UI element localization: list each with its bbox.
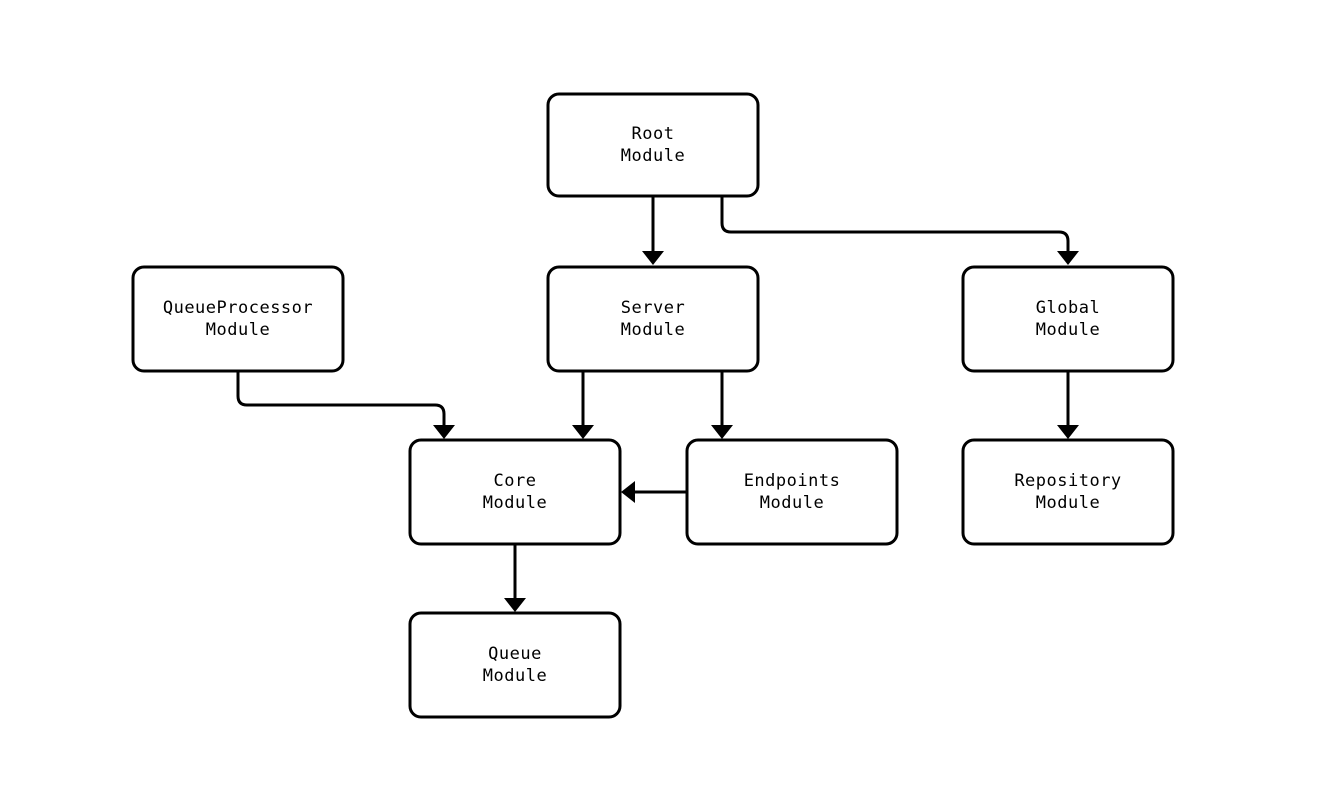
edge-server-to-core: [572, 371, 594, 439]
edge-queueprocessor-to-core-arrowhead-icon: [433, 425, 455, 439]
edge-server-to-endpoints-arrowhead-icon: [711, 425, 733, 439]
edge-root-to-server: [642, 196, 664, 265]
repository-module-node-box[interactable]: [961, 438, 1175, 546]
queue-module-node-box[interactable]: [408, 611, 622, 719]
repository-module-node-label-line1: Repository: [1014, 471, 1121, 491]
edges-layer: [236, 196, 1079, 612]
queueprocessor-module-node-box[interactable]: [131, 265, 345, 373]
core-module-node-label-line2: Module: [483, 493, 547, 513]
queueprocessor-module-node-label-line1: QueueProcessor: [163, 298, 313, 318]
edge-global-to-repository: [1057, 371, 1079, 439]
edge-global-to-repository-arrowhead-icon: [1057, 425, 1079, 439]
edge-core-to-queue: [504, 544, 526, 612]
core-module-node-label-line1: Core: [494, 471, 537, 491]
global-module-node-label-line2: Module: [1036, 320, 1100, 340]
global-module-node-label-line1: Global: [1036, 298, 1100, 318]
global-module-node-box[interactable]: [961, 265, 1175, 373]
edge-server-to-endpoints: [711, 371, 733, 439]
edge-queueprocessor-to-core: [236, 371, 455, 439]
root-module-node-label-line1: Root: [632, 124, 675, 144]
edge-endpoints-to-core-arrowhead-icon: [621, 481, 635, 503]
core-module-node-box[interactable]: [408, 438, 622, 546]
edge-root-to-global-arrowhead-icon: [1057, 251, 1079, 265]
endpoints-module-node-label-line1: Endpoints: [744, 471, 841, 491]
server-module-node-box[interactable]: [546, 265, 760, 373]
edge-root-to-global-line: [720, 196, 1070, 251]
queue-module-node-label-line1: Queue: [488, 644, 542, 664]
edge-server-to-core-arrowhead-icon: [572, 425, 594, 439]
edge-queueprocessor-to-core-line: [236, 371, 446, 425]
queue-module-node-label-line2: Module: [483, 666, 547, 686]
edge-root-to-global: [720, 196, 1079, 265]
edge-endpoints-to-core: [621, 481, 687, 503]
edge-core-to-queue-arrowhead-icon: [504, 598, 526, 612]
repository-module-node-label-line2: Module: [1036, 493, 1100, 513]
server-module-node-label-line1: Server: [621, 298, 685, 318]
edge-root-to-server-arrowhead-icon: [642, 251, 664, 265]
endpoints-module-node-box[interactable]: [685, 438, 899, 546]
root-module-node-box[interactable]: [546, 92, 760, 198]
endpoints-module-node-label-line2: Module: [760, 493, 824, 513]
queueprocessor-module-node-label-line2: Module: [206, 320, 270, 340]
server-module-node-label-line2: Module: [621, 320, 685, 340]
root-module-node-label-line2: Module: [621, 146, 685, 166]
